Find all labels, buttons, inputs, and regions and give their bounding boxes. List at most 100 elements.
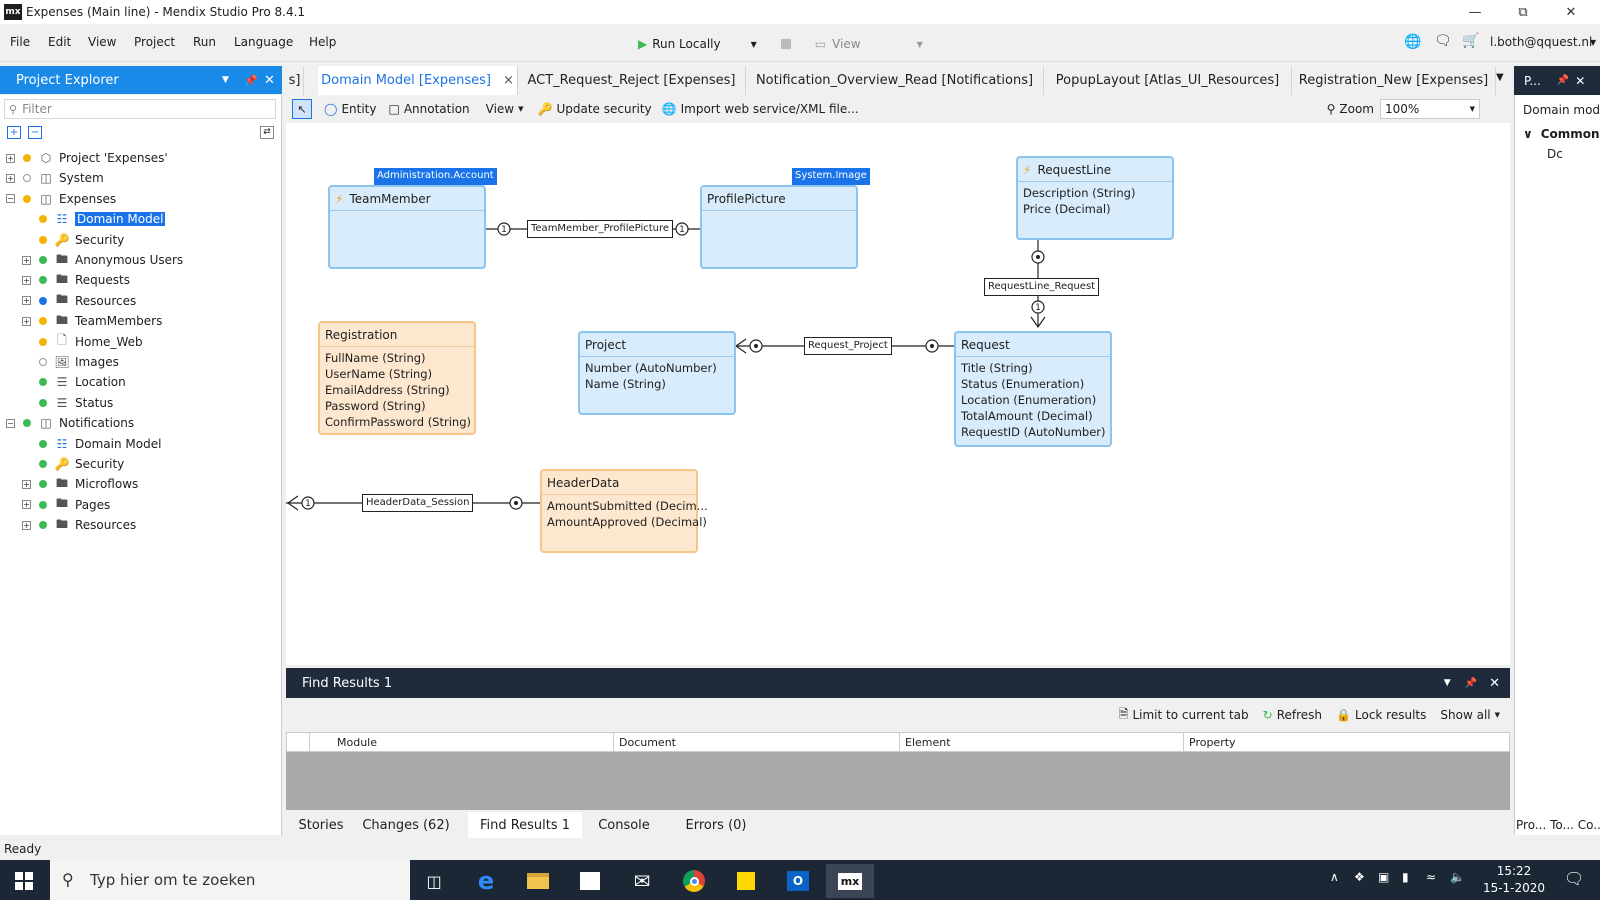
column-property[interactable]: Property [1189, 736, 1236, 749]
globe-icon[interactable]: 🌐 [1404, 34, 1422, 50]
results-list[interactable] [286, 752, 1510, 810]
user-menu[interactable]: l.both@qquest.nl [1490, 35, 1593, 49]
entity-attribute[interactable]: FullName (String) [325, 351, 426, 365]
right-bottom-tabs[interactable]: Pro... To... Co... [1516, 818, 1600, 832]
entity-requestline[interactable]: ⚡RequestLine Description (String)Price (… [1016, 156, 1174, 240]
tree-item[interactable]: 🖼Images [22, 352, 119, 372]
view-app-button[interactable]: View [832, 37, 861, 51]
tree-item[interactable]: 🗋Home_Web [22, 332, 143, 352]
tab-act-request-reject[interactable]: ACT_Request_Reject [Expenses] [518, 66, 746, 95]
cart-icon[interactable]: 🛒 [1462, 33, 1480, 49]
view-menu-dropdown-icon[interactable]: ▼ [518, 105, 524, 113]
tab-registration-new[interactable]: Registration_New [Expenses] [1292, 66, 1496, 95]
entity-attribute[interactable]: UserName (String) [325, 367, 433, 381]
entity-attribute[interactable]: RequestID (AutoNumber) [961, 425, 1106, 439]
tree-item[interactable]: ☷Domain Model [22, 209, 166, 229]
entity-attribute[interactable]: Price (Decimal) [1023, 202, 1111, 216]
properties-section-common[interactable]: ∨Common [1523, 127, 1600, 141]
entity-attribute[interactable]: TotalAmount (Decimal) [961, 409, 1093, 423]
sticky-notes-icon[interactable] [722, 864, 770, 898]
tab-partial[interactable]: s] [286, 66, 304, 95]
properties-tab-label[interactable]: P... [1524, 73, 1541, 88]
tree-item[interactable]: +◫System [6, 168, 104, 188]
outlook-icon[interactable]: O [774, 864, 822, 898]
battery-icon[interactable]: ▮ [1402, 870, 1409, 884]
expand-icon[interactable]: + [22, 500, 31, 510]
windows-start-icon[interactable] [0, 864, 48, 898]
panel-dropdown-icon[interactable]: ▼ [1443, 678, 1451, 688]
pin-icon[interactable]: 📌 [244, 73, 258, 87]
tree-item[interactable]: +🖿TeamMembers [22, 311, 162, 331]
pane-dropdown-icon[interactable]: ▼ [222, 75, 229, 85]
entity-teammember[interactable]: ⚡TeamMember [328, 185, 486, 269]
task-view-icon[interactable]: ◫ [426, 871, 442, 891]
expand-all-icon[interactable]: + [7, 126, 21, 139]
tab-changes[interactable]: Changes (62) [362, 817, 450, 833]
user-dropdown-icon[interactable]: ▼ [1590, 38, 1597, 47]
run-dropdown-icon[interactable]: ▼ [750, 39, 757, 49]
panel-pin-icon[interactable]: 📌 [1464, 677, 1478, 689]
expand-icon[interactable]: + [22, 275, 31, 285]
volume-icon[interactable]: 🔈 [1450, 870, 1465, 884]
tree-item[interactable]: 🔑Security [22, 454, 124, 474]
association-label-request-project[interactable]: Request_Project [804, 337, 892, 355]
expand-icon[interactable]: + [22, 316, 31, 326]
entity-attribute[interactable]: Location (Enumeration) [961, 393, 1097, 407]
tree-item[interactable]: +🖿Requests [22, 270, 130, 290]
column-element[interactable]: Element [905, 736, 951, 749]
restore-button[interactable]: ⧉ [1518, 4, 1528, 20]
run-locally-button[interactable]: Run Locally [652, 37, 721, 51]
properties-close-icon[interactable]: ✕ [1575, 73, 1586, 88]
column-module[interactable]: Module [337, 736, 377, 749]
expand-icon[interactable]: + [22, 479, 31, 489]
tab-overflow-icon[interactable]: ▼ [1496, 72, 1504, 83]
lock-results-button[interactable]: Lock results [1355, 708, 1427, 722]
collapse-all-icon[interactable]: − [28, 126, 42, 139]
menu-project[interactable]: Project [134, 35, 176, 49]
update-security-button[interactable]: Update security [556, 102, 652, 116]
entity-headerdata[interactable]: HeaderData AmountSubmitted (Decim...Amou… [540, 469, 708, 553]
menu-view[interactable]: View [88, 35, 117, 49]
annotation-button[interactable]: Annotation [403, 102, 470, 116]
column-document[interactable]: Document [619, 736, 676, 749]
tree-item[interactable]: ☰Location [22, 372, 126, 392]
tree-item[interactable]: +🖿Resources [22, 291, 136, 311]
file-explorer-icon[interactable] [514, 864, 562, 898]
panel-close-icon[interactable]: ✕ [1489, 675, 1500, 691]
store-icon[interactable] [566, 864, 614, 898]
taskbar-clock[interactable]: 15:22 15-1-2020 [1474, 863, 1554, 897]
taskbar-search-box[interactable]: ⚲ Typ hier om te zoeken [50, 860, 410, 900]
tab-domain-model-expenses[interactable]: Domain Model [Expenses] × [318, 66, 518, 95]
menu-file[interactable]: File [10, 35, 31, 49]
entity-profilepicture[interactable]: ProfilePicture [700, 185, 858, 269]
limit-to-current-tab-button[interactable]: Limit to current tab [1132, 708, 1249, 722]
entity-button[interactable]: Entity [341, 102, 377, 116]
tree-item[interactable]: −◫Expenses [6, 189, 116, 209]
collapse-icon[interactable]: − [6, 418, 15, 428]
tree-item[interactable]: 🔑Security [22, 230, 124, 250]
tab-find-results[interactable]: Find Results 1 [468, 812, 582, 838]
tab-popuplayout[interactable]: PopupLayout [Atlas_UI_Resources] [1044, 66, 1292, 95]
zoom-select[interactable]: 100% ▼ [1380, 99, 1480, 119]
association-label-teammember-profilepicture[interactable]: TeamMember_ProfilePicture [527, 220, 674, 238]
tree-item[interactable]: +⬡Project 'Expenses' [6, 148, 168, 168]
show-all-dropdown-icon[interactable]: ▼ [1494, 711, 1500, 719]
chrome-icon[interactable] [670, 864, 718, 898]
entity-attribute[interactable]: Title (String) [961, 361, 1033, 375]
entity-registration[interactable]: Registration FullName (String)UserName (… [318, 321, 476, 435]
tab-stories[interactable]: Stories [298, 817, 344, 833]
entity-attribute[interactable]: Number (AutoNumber) [585, 361, 717, 375]
close-pane-icon[interactable]: ✕ [264, 72, 275, 88]
menu-language[interactable]: Language [234, 35, 294, 49]
select-tool-icon[interactable]: ↖ [292, 99, 312, 119]
entity-attribute[interactable]: Description (String) [1023, 186, 1136, 200]
show-hidden-icons[interactable]: ∧ [1330, 870, 1339, 884]
tray-app-icon[interactable]: ▣ [1378, 870, 1390, 884]
sync-explorer-icon[interactable]: ⇄ [260, 126, 274, 139]
mendix-taskbar-icon[interactable]: mx [826, 864, 874, 898]
expand-icon[interactable]: + [6, 153, 15, 163]
tree-item[interactable]: −◫Notifications [6, 413, 134, 433]
tree-item[interactable]: ☰Status [22, 393, 113, 413]
expand-icon[interactable]: + [6, 173, 15, 183]
tree-item[interactable]: +🖿Pages [22, 495, 110, 515]
